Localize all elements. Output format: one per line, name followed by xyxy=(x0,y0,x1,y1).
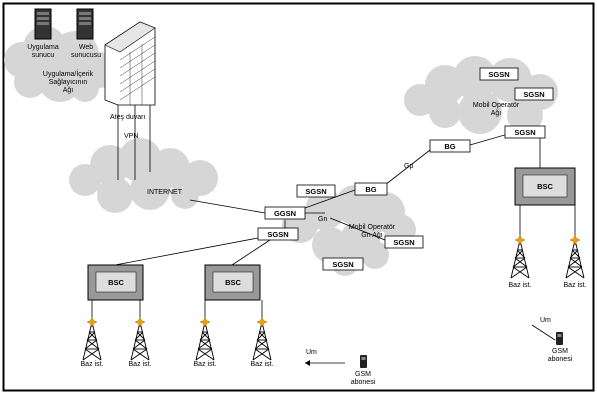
base-station-tower-icon xyxy=(252,316,272,361)
web-server-icon xyxy=(76,8,94,40)
um-arrow-right xyxy=(531,324,556,341)
sgsn-box-ggsn-adjacent: SGSN xyxy=(257,227,299,241)
app-server-icon xyxy=(34,8,52,40)
internet-cloud xyxy=(69,138,218,213)
base-station-tower-icon xyxy=(130,316,150,361)
svg-text:SGSN: SGSN xyxy=(305,187,326,196)
base-station-tower-icon xyxy=(195,316,215,361)
um-label-right: Um xyxy=(540,317,551,324)
link-bg-bg xyxy=(384,149,431,186)
link-internet-ggsn xyxy=(189,199,266,214)
sgsn-box-right-1: SGSN xyxy=(479,67,519,81)
base-station-tower-icon xyxy=(510,234,530,279)
bg-box-upper: BG xyxy=(429,139,471,153)
link-gn-sgsn xyxy=(329,217,386,241)
svg-text:GGSN: GGSN xyxy=(274,209,296,218)
sgsn-box-top-left: SGSN xyxy=(296,184,336,198)
bsc-unit-left-1: BSC xyxy=(87,264,144,301)
svg-text:BG: BG xyxy=(444,142,455,151)
svg-text:BG: BG xyxy=(365,185,376,194)
sgsn-box-right-2: SGSN xyxy=(514,87,554,101)
svg-text:SGSN: SGSN xyxy=(514,128,535,137)
gsm-phone-left-icon xyxy=(360,355,367,368)
um-arrowhead-left xyxy=(305,360,310,366)
tower-label-3: Baz ist. xyxy=(194,361,217,368)
ggsn-box: GGSN xyxy=(264,206,306,220)
gp-interface-label: Gp xyxy=(404,163,413,170)
internet-label: INTERNET xyxy=(147,189,183,196)
base-station-tower-icon xyxy=(82,316,102,361)
tower-label-5: Baz ist. xyxy=(509,282,532,289)
link-ggsn-bg xyxy=(304,189,356,209)
svg-text:BSC: BSC xyxy=(537,182,553,191)
sgsn-box-right-3: SGSN xyxy=(504,125,546,139)
tower-label-6: Baz ist. xyxy=(564,282,587,289)
vpn-label: VPN xyxy=(124,133,138,140)
svg-text:SGSN: SGSN xyxy=(523,90,544,99)
base-station-tower-icon xyxy=(565,234,585,279)
svg-text:SGSN: SGSN xyxy=(488,70,509,79)
gsm-phone-right-icon xyxy=(556,332,563,345)
bsc-unit-left-2: BSC xyxy=(204,264,261,301)
link-sgsn-bsc-left2 xyxy=(231,239,271,266)
svg-text:SGSN: SGSN xyxy=(393,238,414,247)
sgsn-box-center-2: SGSN xyxy=(322,257,364,271)
tower-label-2: Baz ist. xyxy=(129,361,152,368)
tower-label-1: Baz ist. xyxy=(81,361,104,368)
firewall-icon xyxy=(104,21,156,106)
gn-interface-label: Gn xyxy=(318,216,327,223)
svg-text:BSC: BSC xyxy=(108,278,124,287)
um-label-left: Um xyxy=(306,349,317,356)
link-sgsn-bsc-left1 xyxy=(114,237,259,266)
svg-text:SGSN: SGSN xyxy=(332,260,353,269)
bg-box-center: BG xyxy=(354,182,388,196)
svg-text:SGSN: SGSN xyxy=(267,230,288,239)
svg-text:BSC: BSC xyxy=(225,278,241,287)
tower-label-4: Baz ist. xyxy=(251,361,274,368)
sgsn-box-center-1: SGSN xyxy=(384,235,424,249)
bsc-unit-right: BSC xyxy=(514,167,576,206)
firewall-label: Ateş duvarı xyxy=(110,114,145,121)
